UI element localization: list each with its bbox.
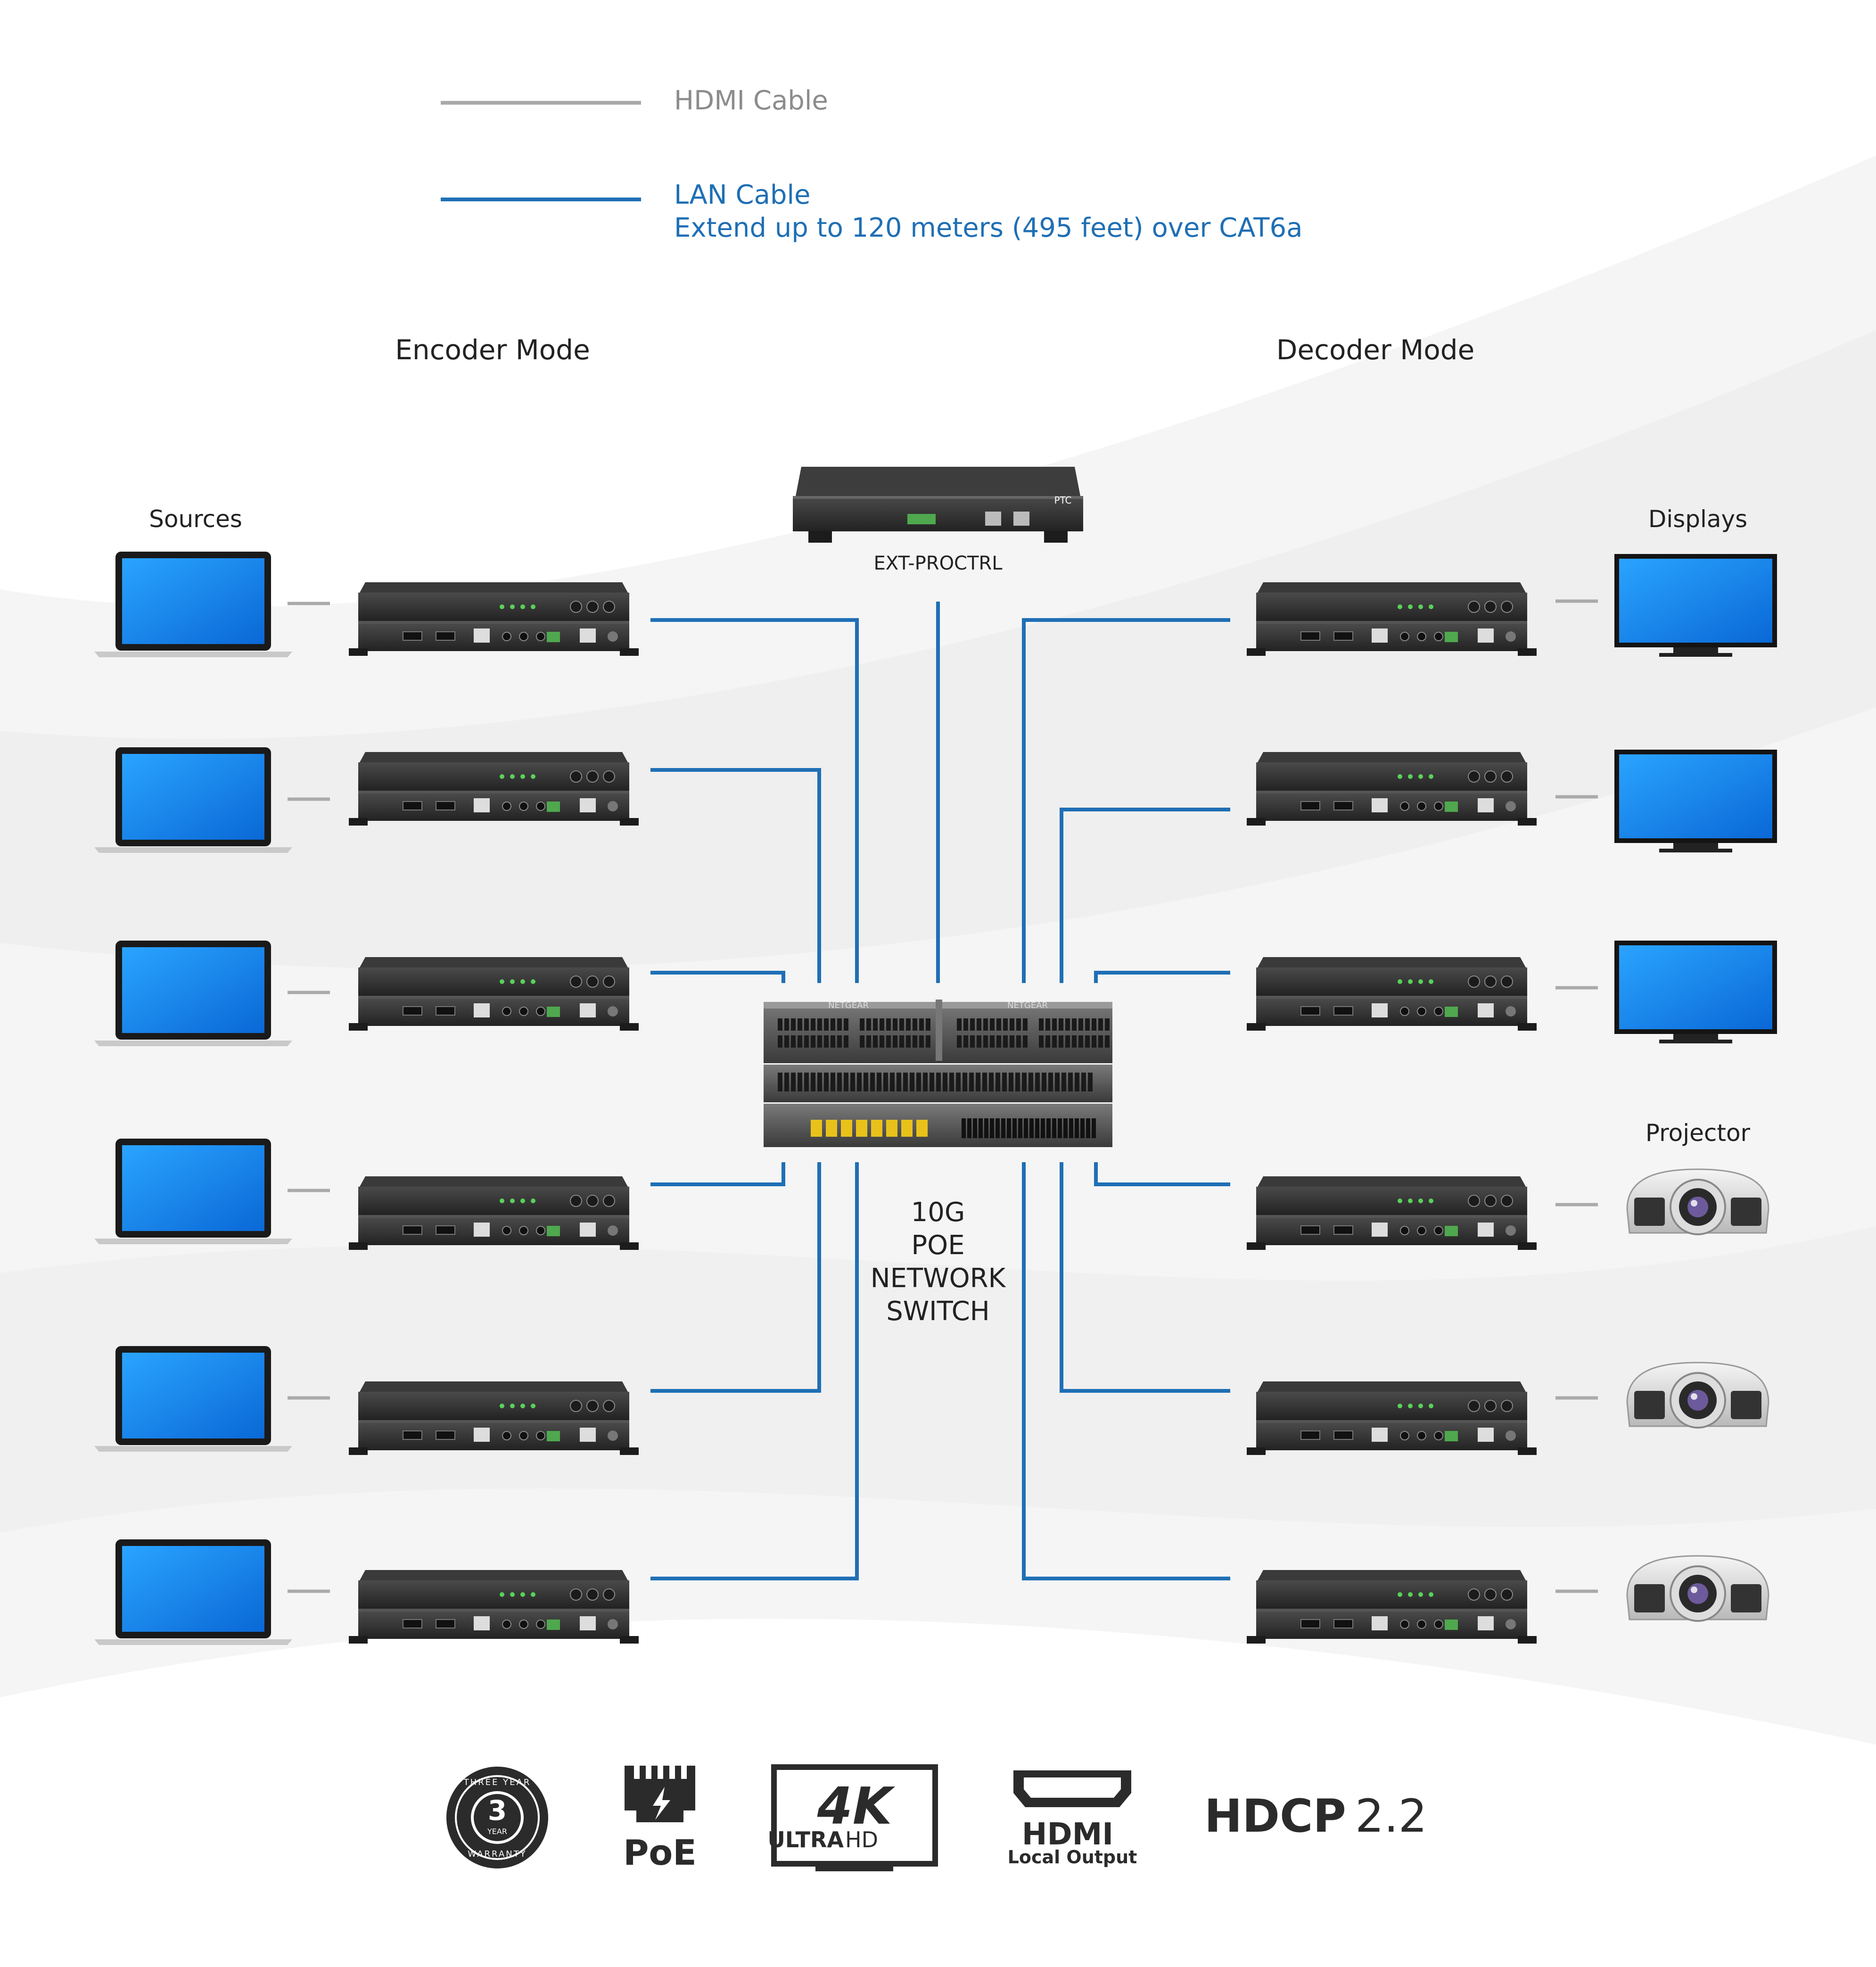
encoder-mode-title: Encoder Mode	[395, 334, 590, 366]
warranty-bottom-text: WARRANTY	[468, 1849, 527, 1859]
hdmi-legend-label: HDMI Cable	[674, 85, 828, 116]
laptop-icon	[94, 941, 292, 1046]
lan-cable-decoder-1	[1022, 618, 1230, 983]
tv-icon	[1614, 554, 1777, 657]
lan-cable-decoder-6	[1022, 1162, 1230, 1580]
projector-icon	[1626, 1555, 1769, 1622]
decoder-unit-4	[1247, 1176, 1537, 1250]
encoder-unit-5	[349, 1381, 639, 1455]
lan-cable-decoder-2	[1060, 808, 1230, 983]
laptop-icon	[94, 1139, 292, 1244]
tv-icon	[1614, 941, 1777, 1043]
ethernet-jack-icon	[625, 1766, 695, 1822]
decoder-unit-6	[1247, 1570, 1537, 1644]
feature-badges: THREE YEAR 3 YEAR WARRANTY PoE 4K ULTRA …	[446, 1764, 1427, 1873]
hdmi-sub-text: Local Output	[1008, 1847, 1137, 1868]
controller-brand: PTC	[1054, 495, 1071, 506]
decoder-column	[1247, 554, 1777, 1644]
warranty-number: 3	[488, 1794, 507, 1826]
lan-cable-encoder-1	[650, 618, 859, 983]
decoder-unit-1	[1247, 582, 1537, 656]
encoder-unit-6	[349, 1570, 639, 1644]
lan-legend-label: LAN Cable	[674, 180, 810, 210]
warranty-badge: THREE YEAR 3 YEAR WARRANTY	[446, 1767, 548, 1868]
warranty-unit: YEAR	[487, 1827, 507, 1836]
hdcp-version: 2.2	[1355, 1790, 1427, 1843]
projector-label: Projector	[1646, 1119, 1751, 1147]
projector-icon	[1626, 1168, 1769, 1235]
switch-label: 10G POE NETWORK SWITCH	[871, 1197, 1006, 1327]
warranty-top-text: THREE YEAR	[463, 1777, 531, 1787]
lan-cable-decoder-5	[1060, 1162, 1230, 1393]
ext-proctrl-controller: PTC EXT-PROCTRL	[793, 467, 1083, 574]
uhd-4k-text: 4K	[817, 1777, 896, 1836]
laptop-icon	[94, 1539, 292, 1645]
laptop-icon	[94, 552, 292, 657]
decoder-unit-2	[1247, 752, 1537, 826]
uhd-ultra-text: ULTRA	[768, 1827, 844, 1852]
sources-label: Sources	[149, 505, 242, 533]
poe-badge: PoE	[623, 1766, 697, 1873]
uhd-hd-text: HD	[845, 1827, 878, 1852]
switch-brand-left: NETGEAR	[828, 1000, 869, 1010]
laptop-icon	[94, 747, 292, 853]
lan-cable-decoder-4	[1094, 1162, 1230, 1186]
projector-icon	[1626, 1362, 1769, 1429]
lan-legend-note: Extend up to 120 meters (495 feet) over …	[674, 213, 1302, 243]
switch-brand-right: NETGEAR	[1007, 1000, 1048, 1010]
legend: HDMI Cable LAN Cable Extend up to 120 me…	[441, 85, 1302, 243]
switch-label-line-3: NETWORK	[871, 1263, 1006, 1294]
hdcp-label: HDCP	[1204, 1790, 1346, 1843]
decoder-unit-3	[1247, 957, 1537, 1031]
hdmi-local-output-badge: HDMI Local Output	[1008, 1770, 1137, 1868]
tv-icon	[1614, 750, 1777, 852]
switch-label-line-4: SWITCH	[886, 1296, 990, 1327]
decoder-unit-5	[1247, 1381, 1537, 1455]
lan-cables	[650, 602, 1230, 1580]
encoder-unit-4	[349, 1176, 639, 1250]
lan-cable-encoder-4	[650, 1162, 785, 1186]
4k-ultra-hd-badge: 4K ULTRA HD	[768, 1764, 938, 1871]
laptop-icon	[94, 1346, 292, 1452]
network-switch: NETGEAR NETGEAR	[764, 1000, 1112, 1147]
hdmi-logo-text: HDMI	[1022, 1817, 1113, 1852]
lightning-icon	[653, 1787, 670, 1820]
poe-label: PoE	[623, 1833, 697, 1873]
encoder-unit-3	[349, 957, 639, 1031]
displays-label: Displays	[1648, 505, 1747, 533]
encoder-unit-1	[349, 582, 639, 656]
switch-label-line-1: 10G	[911, 1197, 965, 1228]
decoder-mode-title: Decoder Mode	[1276, 334, 1475, 366]
encoder-column	[94, 552, 639, 1645]
lan-cable-encoder-2	[650, 768, 821, 983]
controller-label: EXT-PROCTRL	[873, 553, 1003, 574]
encoder-unit-2	[349, 752, 639, 826]
lan-cable-encoder-3	[650, 971, 785, 983]
lan-cable-decoder-3	[1094, 971, 1230, 983]
switch-label-line-2: POE	[911, 1230, 964, 1261]
lan-cable-encoder-5	[650, 1162, 821, 1393]
lan-cable-encoder-6	[650, 1162, 859, 1580]
